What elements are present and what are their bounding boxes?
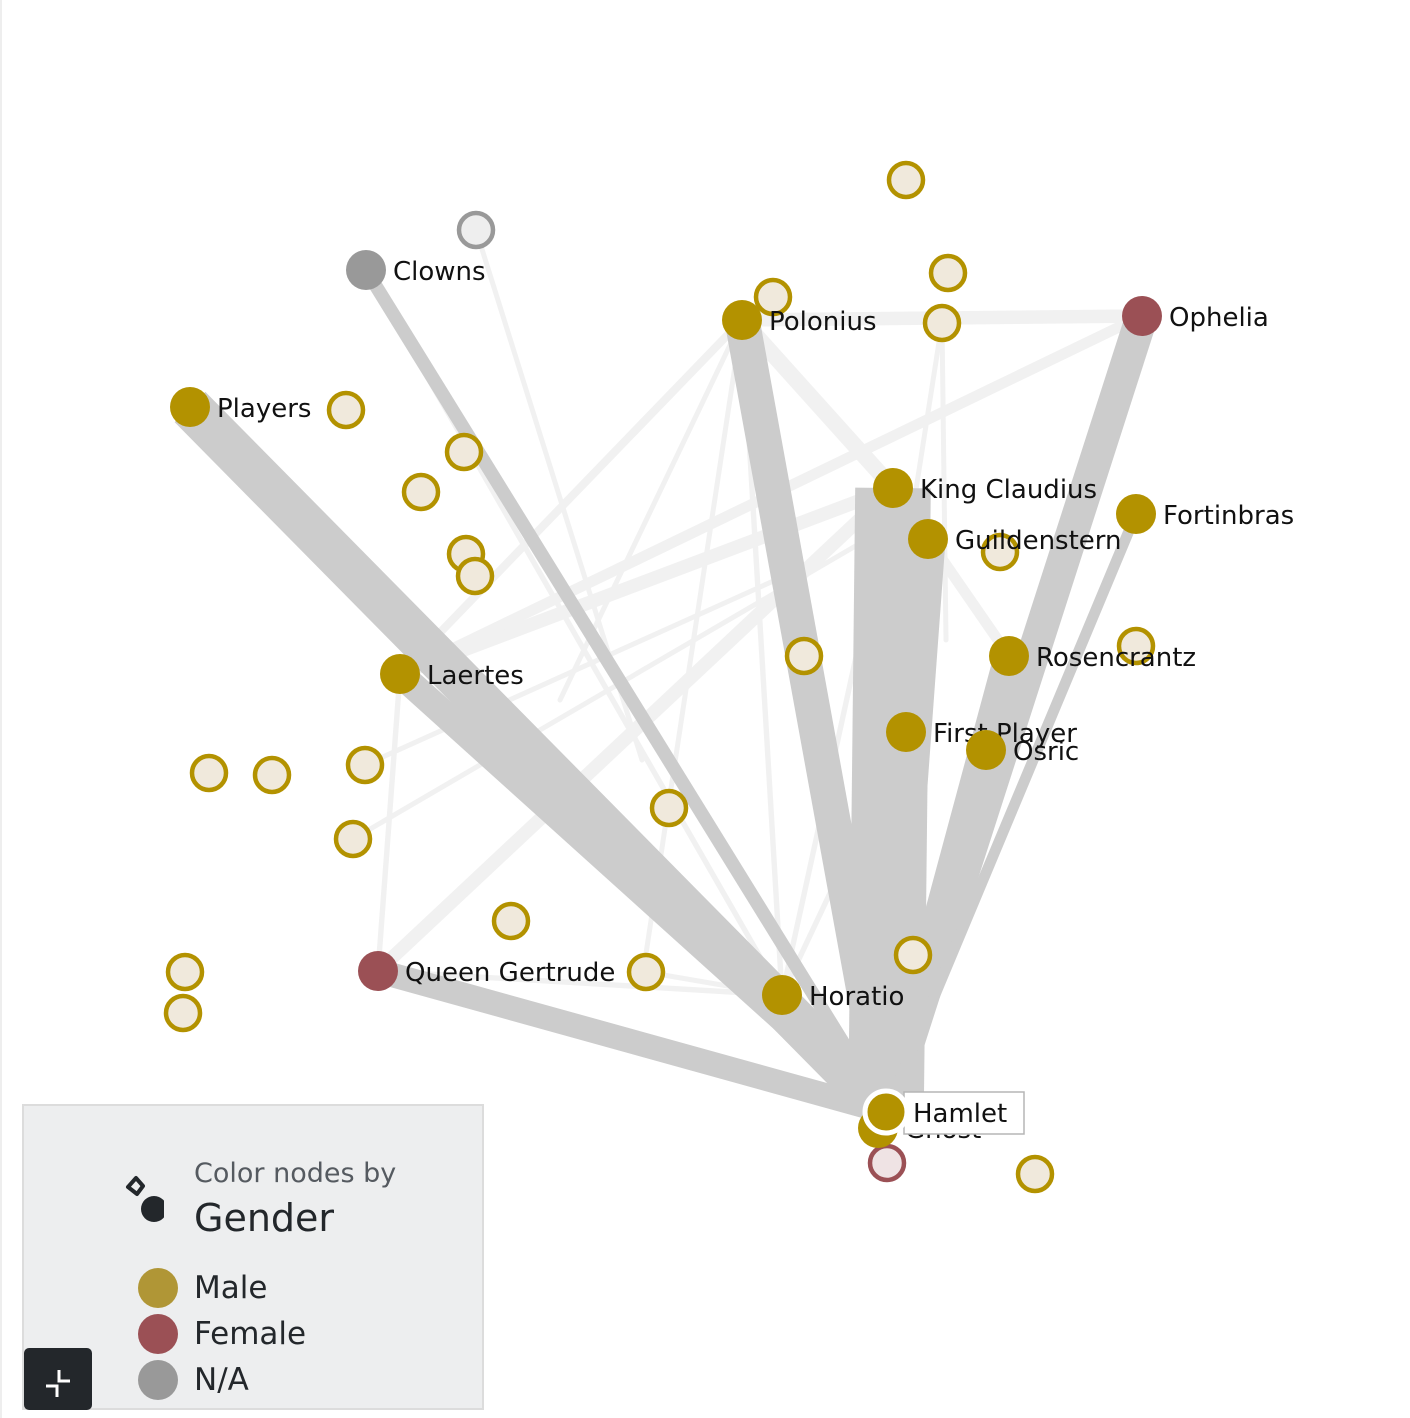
- label-laertes: Laertes: [427, 661, 524, 691]
- node-ophelia: [1122, 296, 1162, 336]
- node-queen-gertrude: [358, 951, 398, 991]
- node-rosencrantz: [989, 636, 1029, 676]
- edge-hamlet-clowns: [360, 266, 892, 1116]
- edge-hamlet-horatio: [777, 991, 891, 1116]
- legend-item-na: N/A: [136, 1360, 456, 1400]
- legend-item-male: Male: [136, 1268, 456, 1308]
- collapse-legend-button[interactable]: [24, 1348, 92, 1410]
- minor-node: [401, 472, 441, 512]
- node-fortinbras: [1116, 494, 1156, 534]
- focus-node-hamlet[interactable]: [862, 1088, 910, 1136]
- node-laertes: [380, 654, 420, 694]
- edge-hamlet-polonius: [724, 316, 904, 1116]
- label-ophelia: Ophelia: [1169, 303, 1269, 333]
- focus-label: Hamlet: [913, 1099, 1007, 1129]
- legend-swatch-na: [138, 1360, 178, 1400]
- legend-panel: Color nodes by Gender Male Female N/A: [22, 1104, 484, 1410]
- edge-polonius-laertes: [397, 317, 745, 677]
- legend-label-female: Female: [194, 1316, 307, 1352]
- legend-item-female: Female: [136, 1314, 456, 1354]
- label-guildenstern: Guildenstern: [955, 526, 1122, 556]
- label-king-claudius: King Claudius: [920, 475, 1097, 505]
- minor-node: [165, 952, 205, 992]
- label-first-player: First Player: [933, 719, 1077, 749]
- minor-node: [333, 819, 373, 859]
- color-by-icon[interactable]: [124, 1172, 164, 1226]
- minor-node: [455, 556, 495, 596]
- minor-node: [1015, 1154, 1055, 1194]
- edge-polonius-king_claudius: [735, 314, 900, 494]
- label-queen-gertrude: Queen Gertrude: [405, 958, 615, 988]
- edge-hamlet-fortinbras: [881, 511, 1141, 1115]
- minor-nodes-layer: [163, 160, 1156, 1194]
- label-players: Players: [217, 394, 311, 424]
- label-osric: Osric: [1013, 737, 1079, 767]
- minor-node: [922, 303, 962, 343]
- minor-node: [753, 277, 793, 317]
- label-rosencrantz: Rosencrantz: [1036, 643, 1196, 673]
- edge-hamlet-queen_gertrude: [374, 959, 890, 1124]
- minor-node: [867, 1143, 907, 1183]
- node-polonius: [722, 300, 762, 340]
- node-first-player: [886, 712, 926, 752]
- edge-laertes-king_claudius: [397, 481, 896, 681]
- legend-label-male: Male: [194, 1270, 268, 1306]
- minor-node: [491, 901, 531, 941]
- left-border: [0, 0, 2, 1418]
- minor-node: [345, 745, 385, 785]
- focus-label-box: [903, 1091, 1025, 1135]
- node-players: [170, 387, 210, 427]
- minor-node: [980, 532, 1020, 572]
- node-horatio: [762, 975, 802, 1015]
- edge-hamlet-laertes: [390, 663, 896, 1123]
- edge-queen_gertrude-horatio: [377, 968, 783, 998]
- faint-edge: [939, 320, 949, 643]
- legend-subtitle: Color nodes by: [194, 1158, 397, 1189]
- minor-node: [626, 952, 666, 992]
- focus-node-layer: Hamlet: [862, 1088, 1025, 1136]
- minor-node: [444, 432, 484, 472]
- edge-queen_gertrude-laertes: [375, 673, 403, 972]
- minor-node: [1116, 626, 1156, 666]
- minor-node: [252, 755, 292, 795]
- minor-node: [326, 390, 366, 430]
- minor-node: [163, 993, 203, 1033]
- node-osric: [966, 730, 1006, 770]
- minor-node: [189, 753, 229, 793]
- legend-swatch-male: [138, 1268, 178, 1308]
- label-horatio: Horatio: [809, 982, 904, 1012]
- legend-title[interactable]: Gender: [194, 1196, 335, 1240]
- legend-swatch-female: [138, 1314, 178, 1354]
- edge-queen_gertrude-king_claudius: [373, 483, 898, 976]
- minor-node: [456, 210, 496, 250]
- legend-header: Color nodes by Gender: [124, 1158, 464, 1248]
- minor-node: [928, 253, 968, 293]
- node-clowns: [346, 250, 386, 290]
- edge-hamlet-guildenstern: [868, 537, 946, 1114]
- label-clowns: Clowns: [393, 257, 486, 287]
- edges-layer: [174, 227, 1158, 1128]
- minor-node: [886, 160, 926, 200]
- minor-node: [893, 935, 933, 975]
- character-nodes-layer: GhostClownsPoloniusOpheliaPlayersKing Cl…: [170, 250, 1294, 1148]
- collapse-icon: [46, 1370, 70, 1397]
- node-king-claudius: [873, 468, 913, 508]
- label-polonius: Polonius: [769, 307, 877, 337]
- minor-node: [784, 636, 824, 676]
- node-guildenstern: [908, 519, 948, 559]
- label-fortinbras: Fortinbras: [1163, 501, 1294, 531]
- legend-label-na: N/A: [194, 1362, 249, 1398]
- minor-node: [649, 788, 689, 828]
